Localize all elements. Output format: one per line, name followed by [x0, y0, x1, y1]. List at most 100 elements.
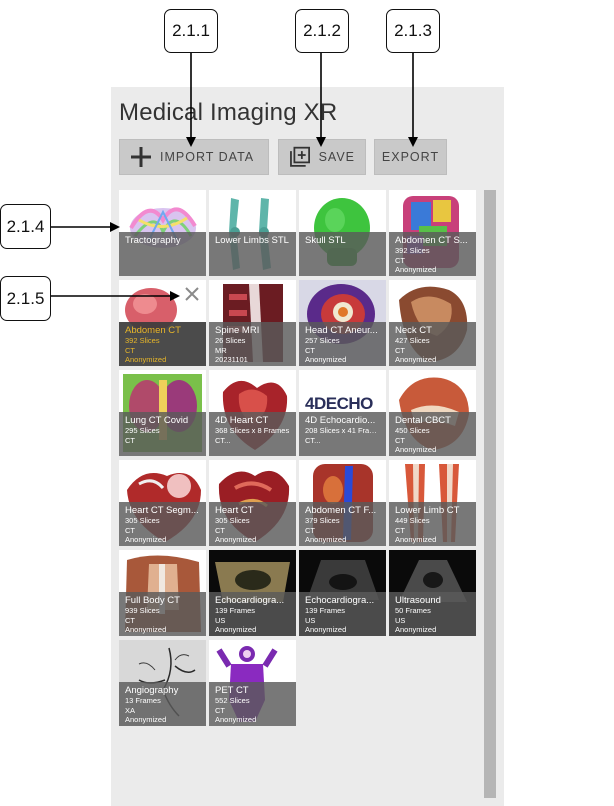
dataset-meta: CT: [125, 345, 135, 355]
dataset-meta: 257 Slices: [305, 336, 340, 345]
dataset-meta: CT: [125, 525, 135, 535]
dataset-tile-heart-ct[interactable]: Heart CT 305 Slices CT Anonymized: [209, 460, 296, 546]
dataset-tile-pet-ct[interactable]: PET CT 552 Slices CT Anonymized: [209, 640, 296, 726]
dataset-meta: CT: [395, 435, 405, 445]
dataset-tile-echocardiography-1[interactable]: Echocardiogra... 139 Frames US Anonymize…: [209, 550, 296, 636]
dataset-meta: Anonymized: [125, 535, 167, 544]
dataset-meta: US: [305, 615, 316, 625]
dataset-meta: CT: [395, 345, 405, 355]
dataset-name: Spine MRI: [215, 325, 260, 336]
dataset-tile-4d-heart-ct[interactable]: 4D Heart CT 368 Slices x 8 Frames CT...: [209, 370, 296, 456]
dataset-tile-lower-limb-ct[interactable]: Lower Limb CT 449 Slices CT Anonymized: [389, 460, 476, 546]
dataset-meta: 379 Slices: [305, 516, 340, 525]
dataset-meta: US: [395, 615, 406, 625]
dataset-tile-ultrasound[interactable]: Ultrasound 50 Frames US Anonymized: [389, 550, 476, 636]
tile-caption: Echocardiogra... 139 Frames US Anonymize…: [209, 592, 296, 636]
dataset-tile-dental-cbct[interactable]: Dental CBCT 450 Slices CT Anonymized: [389, 370, 476, 456]
dataset-name: Angiography: [125, 685, 179, 696]
dataset-meta: Anonymized: [215, 625, 257, 634]
import-data-label: IMPORT DATA: [160, 150, 255, 164]
dataset-name: Heart CT Segm...: [125, 505, 199, 516]
dataset-name: Lung CT Covid: [125, 415, 189, 426]
dataset-tile-abdomen-ct-s[interactable]: Abdomen CT S... 392 Slices CT Anonymized: [389, 190, 476, 276]
dataset-name: Ultrasound: [395, 595, 441, 606]
dataset-meta: CT: [305, 345, 315, 355]
dataset-meta: MR: [215, 345, 227, 355]
dataset-name: Echocardiogra...: [305, 595, 375, 606]
tile-caption: Lower Limb CT 449 Slices CT Anonymized: [389, 502, 476, 546]
dataset-meta: 392 Slices: [125, 336, 160, 345]
dataset-meta: Anonymized: [395, 535, 437, 544]
dataset-meta: Anonymized: [125, 625, 167, 634]
dataset-meta: Anonymized: [125, 715, 167, 724]
4d-echo-logo: 4DECHO: [305, 394, 373, 413]
dataset-meta: Anonymized: [395, 355, 437, 364]
dataset-meta: 139 Frames: [305, 606, 346, 615]
close-icon[interactable]: [184, 286, 200, 302]
tile-caption: Head CT Aneur... 257 Slices CT Anonymize…: [299, 322, 386, 366]
scrollbar[interactable]: [484, 190, 496, 798]
dataset-tile-4d-echocardiography[interactable]: 4DECHO 4D Echocardio... 208 Slices x 41 …: [299, 370, 386, 456]
dataset-tile-heart-ct-segmentation[interactable]: Heart CT Segm... 305 Slices CT Anonymize…: [119, 460, 206, 546]
dataset-meta: 449 Slices: [395, 516, 430, 525]
dataset-tile-skull-stl[interactable]: Skull STL: [299, 190, 386, 276]
dataset-name: Head CT Aneur...: [305, 325, 378, 336]
dataset-name: Abdomen CT F...: [305, 505, 377, 516]
dataset-meta: XA: [125, 705, 136, 715]
save-button[interactable]: SAVE: [278, 139, 366, 175]
dataset-meta: 208 Slices x 41 Frames: [305, 426, 384, 435]
dataset-meta: CT...: [215, 435, 231, 445]
callout-2-1-4: 2.1.4: [0, 204, 51, 249]
tile-caption: Angiography 13 Frames XA Anonymized: [119, 682, 206, 726]
import-data-button[interactable]: IMPORT DATA: [119, 139, 269, 175]
dataset-name: Tractography: [125, 235, 181, 246]
dataset-meta: CT: [305, 525, 315, 535]
callout-2-1-2: 2.1.2: [295, 9, 349, 53]
tile-caption: Lower Limbs STL: [209, 232, 296, 276]
tile-caption: Abdomen CT 392 Slices CT Anonymized: [119, 322, 206, 366]
dataset-name: Skull STL: [305, 235, 346, 246]
dataset-name: 4D Heart CT: [215, 415, 269, 426]
dataset-meta: Anonymized: [305, 625, 347, 634]
dataset-tile-spine-mri[interactable]: Spine MRI 26 Slices MR 20231101: [209, 280, 296, 366]
dataset-meta: 20231101: [215, 355, 248, 364]
dataset-tile-echocardiography-2[interactable]: Echocardiogra... 139 Frames US Anonymize…: [299, 550, 386, 636]
dataset-name: Echocardiogra...: [215, 595, 285, 606]
dataset-meta: 139 Frames: [215, 606, 256, 615]
tile-caption: Ultrasound 50 Frames US Anonymized: [389, 592, 476, 636]
tile-caption: PET CT 552 Slices CT Anonymized: [209, 682, 296, 726]
dataset-name: Lower Limb CT: [395, 505, 460, 516]
dataset-meta: Anonymized: [305, 535, 347, 544]
dataset-meta: Anonymized: [395, 625, 437, 634]
tile-caption: Lung CT Covid 295 Slices CT: [119, 412, 206, 456]
dataset-tile-lower-limbs-stl[interactable]: Lower Limbs STL: [209, 190, 296, 276]
dataset-name: PET CT: [215, 685, 249, 696]
dataset-tile-tractography[interactable]: Tractography: [119, 190, 206, 276]
dataset-name: Heart CT: [215, 505, 254, 516]
dataset-tile-abdomen-ct-f[interactable]: Abdomen CT F... 379 Slices CT Anonymized: [299, 460, 386, 546]
dataset-meta: 552 Slices: [215, 696, 250, 705]
dataset-meta: 50 Frames: [395, 606, 431, 615]
dataset-name: Abdomen CT S...: [395, 235, 468, 246]
medical-imaging-panel: Medical Imaging XR IMPORT DATA SAVE EXPO…: [111, 87, 504, 806]
dataset-tile-full-body-ct[interactable]: Full Body CT 939 Slices CT Anonymized: [119, 550, 206, 636]
dataset-tile-neck-ct[interactable]: Neck CT 427 Slices CT Anonymized: [389, 280, 476, 366]
dataset-tile-abdomen-ct[interactable]: Abdomen CT 392 Slices CT Anonymized: [119, 280, 206, 366]
dataset-tile-angiography[interactable]: Angiography 13 Frames XA Anonymized: [119, 640, 206, 726]
dataset-meta: CT: [125, 615, 135, 625]
dataset-name: Full Body CT: [125, 595, 180, 606]
tile-caption: Echocardiogra... 139 Frames US Anonymize…: [299, 592, 386, 636]
dataset-meta: 392 Slices: [395, 246, 430, 255]
dataset-meta: CT: [215, 525, 225, 535]
dataset-meta: US: [215, 615, 226, 625]
tile-caption: Abdomen CT S... 392 Slices CT Anonymized: [389, 232, 476, 276]
dataset-tile-head-ct-aneurysm[interactable]: Head CT Aneur... 257 Slices CT Anonymize…: [299, 280, 386, 366]
dataset-meta: Anonymized: [125, 355, 167, 364]
dataset-tile-lung-ct-covid[interactable]: Lung CT Covid 295 Slices CT: [119, 370, 206, 456]
plus-icon: [131, 147, 151, 167]
dataset-name: Neck CT: [395, 325, 432, 336]
tile-caption: Dental CBCT 450 Slices CT Anonymized: [389, 412, 476, 456]
dataset-meta: CT...: [305, 435, 321, 445]
export-button[interactable]: EXPORT: [374, 139, 447, 175]
tile-caption: Neck CT 427 Slices CT Anonymized: [389, 322, 476, 366]
